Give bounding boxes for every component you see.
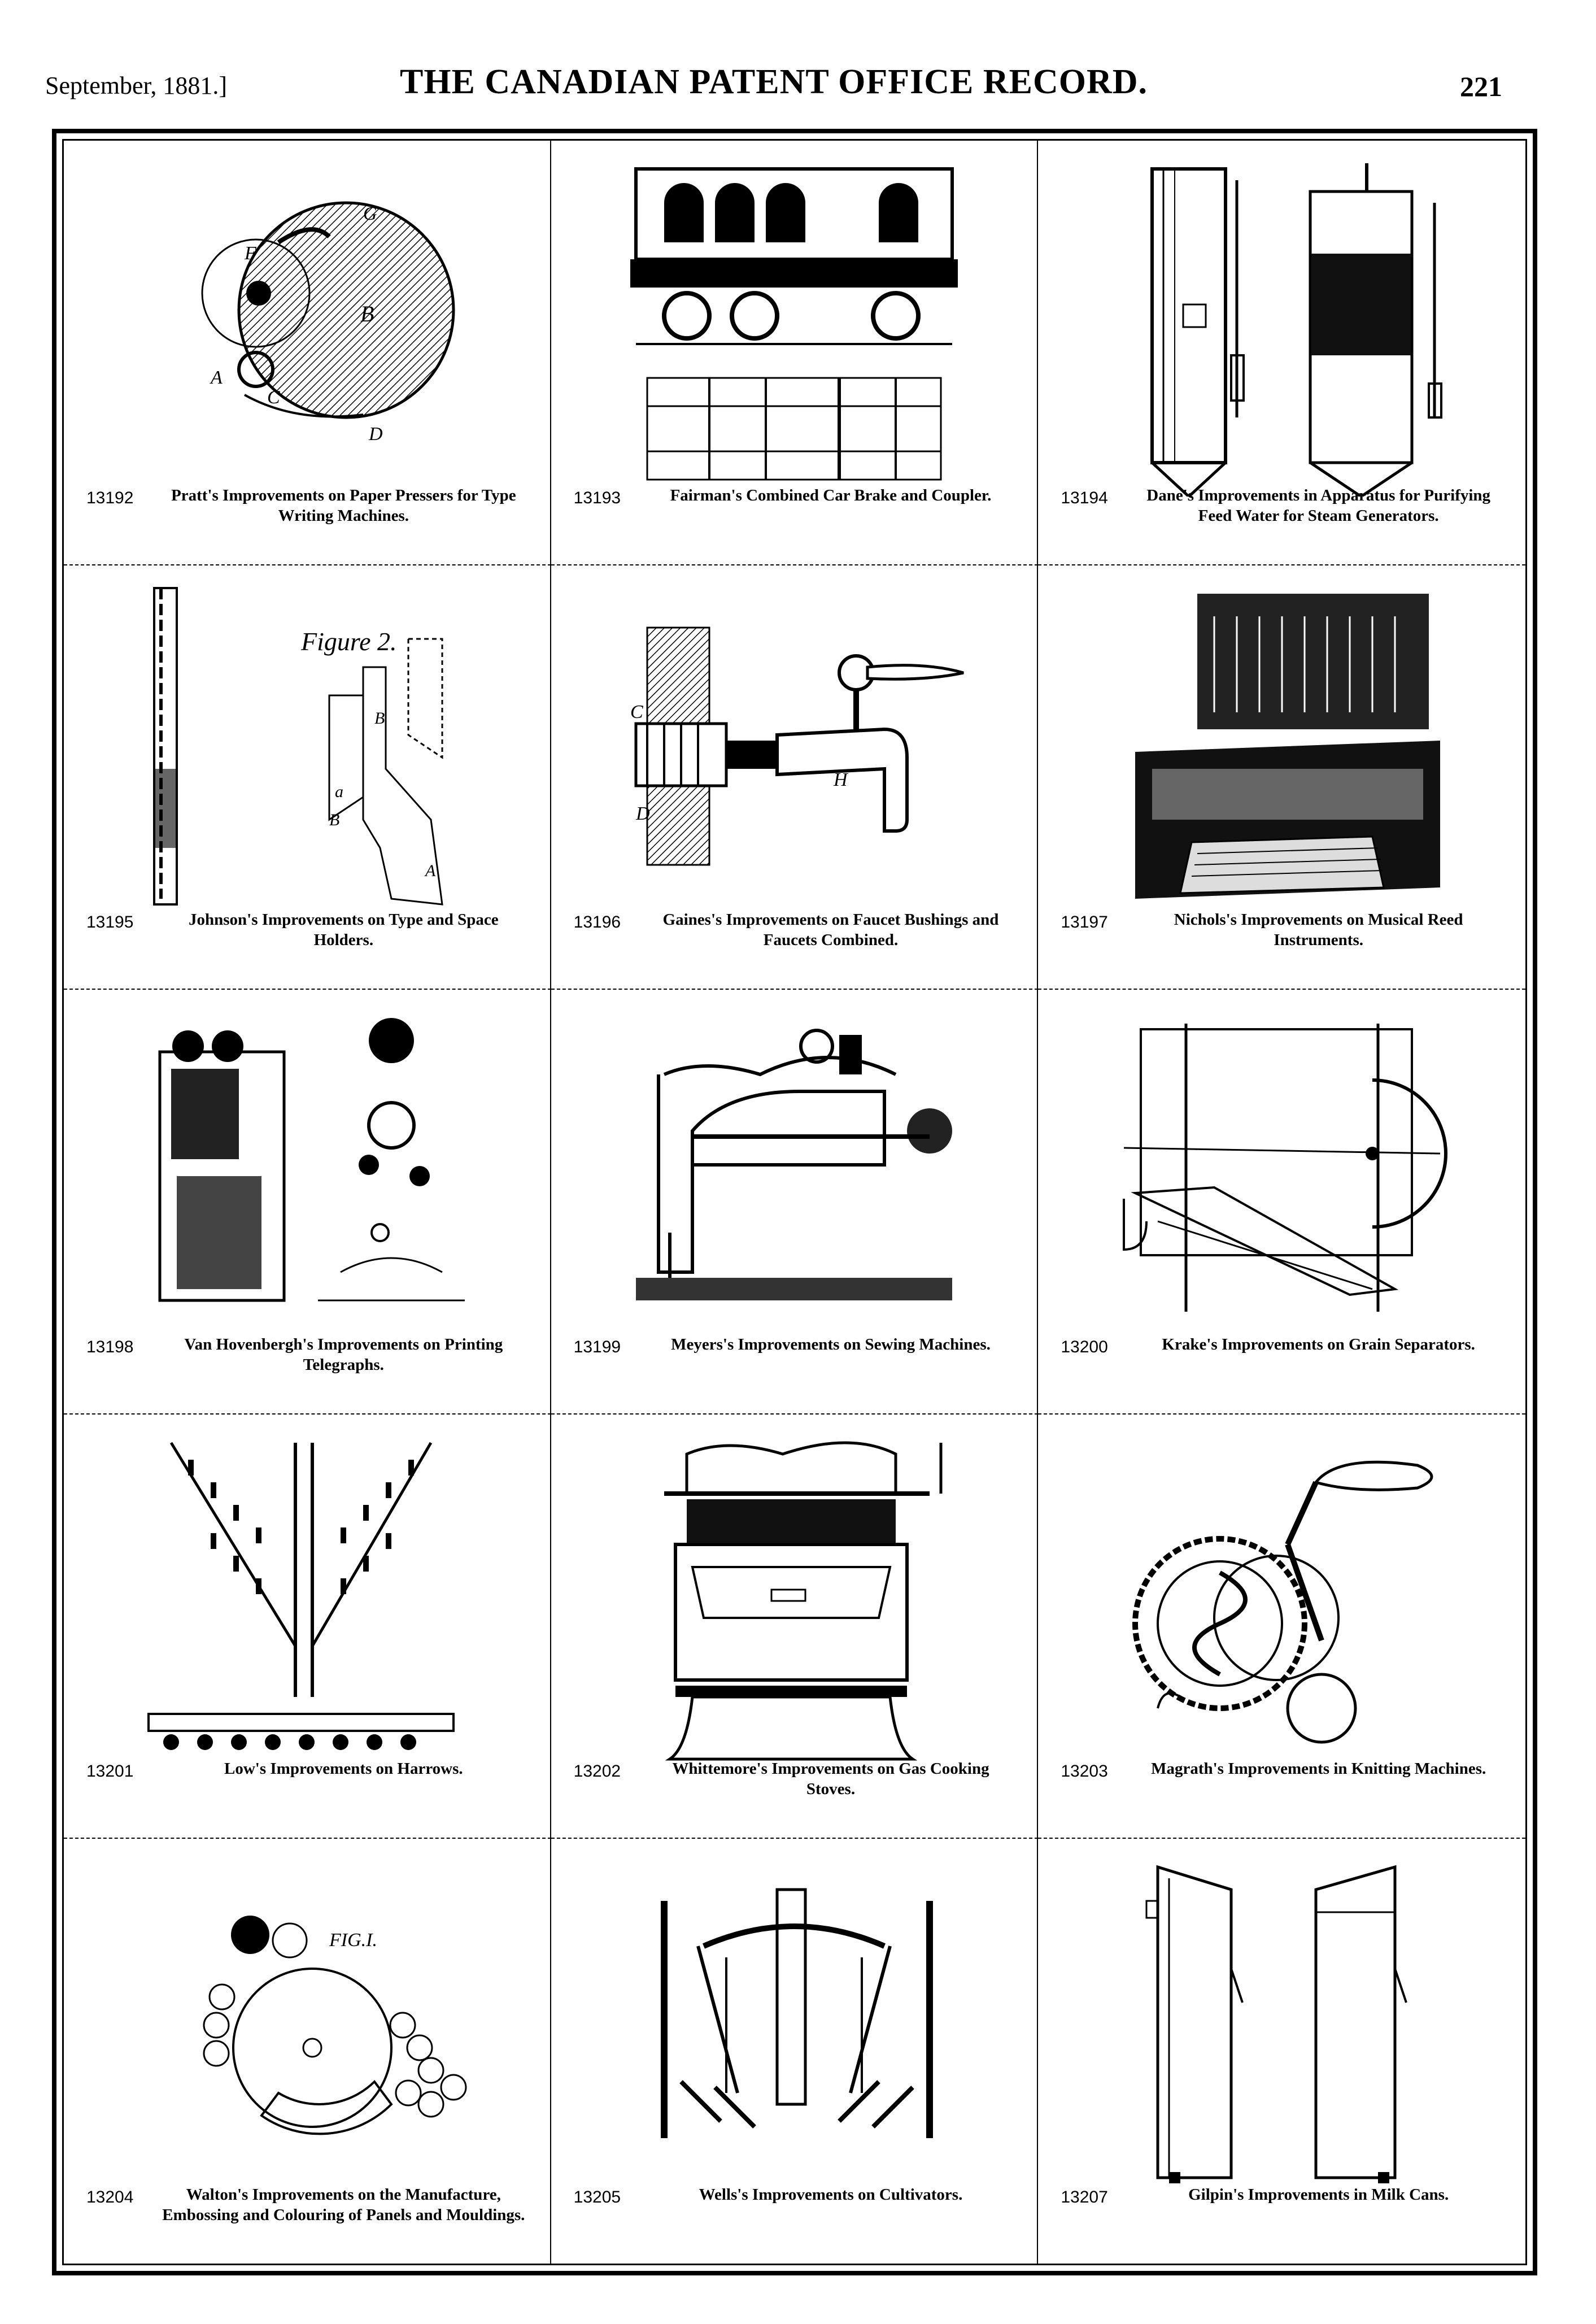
patent-number: 13193 bbox=[573, 488, 621, 507]
patent-number: 13200 bbox=[1061, 1337, 1108, 1356]
patent-caption: 13198 Van Hovenbergh's Improvements on P… bbox=[86, 1334, 533, 1396]
svg-text:B: B bbox=[329, 811, 339, 829]
type-holder-icon: Figure 2. aB BA bbox=[153, 586, 444, 906]
patent-cell: 13202 Whittemore's Improvements on Gas C… bbox=[551, 1414, 1039, 1839]
patent-number: 13201 bbox=[86, 1762, 134, 1781]
railway-car-icon bbox=[630, 167, 958, 481]
illustration-frame-inner: F B A C G D 13192 Pratt's Improvements on P… bbox=[62, 139, 1527, 2265]
patent-cell: D C H 13196 Gaines's Improvements on Fauc… bbox=[551, 565, 1039, 990]
patent-cell: 13194 Dane's Improvements in Apparatus f… bbox=[1038, 141, 1525, 565]
illustration-frame: F B A C G D 13192 Pratt's Improvements on P… bbox=[52, 129, 1537, 2275]
paper-presser-icon: F B A C G D bbox=[201, 201, 455, 445]
patent-caption: 13201 Low's Improvements on Harrows. bbox=[86, 1759, 533, 1821]
page-number: 221 bbox=[1460, 71, 1502, 102]
svg-text:D: D bbox=[368, 424, 383, 445]
patent-caption: 13204 Walton's Improvements on the Manuf… bbox=[86, 2184, 533, 2247]
patent-grid: F B A C G D 13192 Pratt's Improvements on P… bbox=[64, 141, 1525, 2264]
patent-number: 13199 bbox=[573, 1337, 621, 1356]
patent-title: Wells's Improvements on Cultivators. bbox=[699, 2185, 963, 2204]
figure-label: FIG.I. bbox=[329, 1930, 377, 1951]
patent-title: Fairman's Combined Car Brake and Coupler… bbox=[670, 486, 992, 504]
patent-cell: 13201 Low's Improvements on Harrows. bbox=[64, 1414, 551, 1839]
patent-caption: 13205 Wells's Improvements on Cultivator… bbox=[574, 2184, 1021, 2247]
cultivator-icon bbox=[660, 1888, 933, 2139]
patent-number: 13192 bbox=[86, 488, 134, 507]
patent-caption: 13203 Magrath's Improvements in Knitting… bbox=[1061, 1759, 1508, 1821]
svg-text:C: C bbox=[630, 702, 643, 723]
patent-caption: 13195 Johnson's Improvements on Type and… bbox=[86, 909, 533, 972]
patent-title: Pratt's Improvements on Paper Pressers f… bbox=[171, 486, 516, 525]
patent-title: Meyers's Improvements on Sewing Machines… bbox=[671, 1335, 991, 1354]
patent-cell: FIG.I. 13204 Walton's Improvements on th… bbox=[64, 1839, 551, 2264]
figure-label: Figure 2. bbox=[300, 627, 397, 656]
svg-text:B: B bbox=[374, 709, 385, 728]
knitting-machine-icon bbox=[1132, 1460, 1433, 1744]
embossing-rollers-icon: FIG.I. bbox=[203, 1916, 467, 2135]
svg-text:G: G bbox=[363, 203, 377, 224]
patent-number: 13194 bbox=[1061, 488, 1108, 507]
patent-caption: 13202 Whittemore's Improvements on Gas C… bbox=[574, 1759, 1021, 1821]
svg-text:F: F bbox=[244, 243, 257, 264]
sewing-machine-icon bbox=[635, 1029, 952, 1301]
printing-telegraph-icon bbox=[158, 1018, 465, 1302]
patent-cell: 13203 Magrath's Improvements in Knitting… bbox=[1038, 1415, 1525, 1839]
patent-cell: 13205 Wells's Improvements on Cultivator… bbox=[551, 1839, 1039, 2264]
patent-number: 13203 bbox=[1061, 1762, 1108, 1781]
patent-title: Johnson's Improvements on Type and Space… bbox=[188, 911, 499, 950]
grain-separator-icon bbox=[1122, 1024, 1447, 1312]
svg-text:H: H bbox=[833, 769, 849, 790]
svg-text:A: A bbox=[424, 861, 436, 880]
patent-cell: 13200 Krake's Improvements on Grain Sepa… bbox=[1038, 990, 1525, 1415]
water-purifier-icon bbox=[1150, 163, 1442, 497]
patent-title: Van Hovenbergh's Improvements on Printin… bbox=[184, 1335, 503, 1374]
patent-title: Dane's Improvements in Apparatus for Pur… bbox=[1146, 486, 1491, 525]
publication-title: THE CANADIAN PATENT OFFICE RECORD. bbox=[399, 63, 1148, 101]
patent-title: Low's Improvements on Harrows. bbox=[224, 1760, 463, 1778]
page-header: September, 1881.] THE CANADIAN PATENT OF… bbox=[45, 62, 1502, 119]
patent-number: 13195 bbox=[86, 913, 134, 932]
patent-title: Nichols's Improvements on Musical Reed I… bbox=[1174, 911, 1463, 950]
patent-cell: 13207 Gilpin's Improvements in Milk Cans… bbox=[1038, 1839, 1525, 2264]
patent-title: Gaines's Improvements on Faucet Bushings… bbox=[662, 911, 999, 950]
svg-text:a: a bbox=[335, 782, 343, 801]
harrow-icon bbox=[147, 1442, 455, 1750]
patent-number: 13204 bbox=[86, 2187, 134, 2207]
issue-date: September, 1881.] bbox=[45, 72, 228, 99]
patent-title: Krake's Improvements on Grain Separators… bbox=[1162, 1335, 1475, 1354]
patent-caption: 13199 Meyers's Improvements on Sewing Ma… bbox=[574, 1334, 1021, 1396]
patent-caption: 13192 Pratt's Improvements on Paper Pres… bbox=[86, 485, 533, 547]
patent-caption: 13197 Nichols's Improvements on Musical … bbox=[1061, 909, 1508, 972]
patent-caption: 13196 Gaines's Improvements on Faucet Bu… bbox=[574, 909, 1021, 972]
patent-title: Walton's Improvements on the Manufacture… bbox=[162, 2185, 525, 2224]
patent-number: 13198 bbox=[86, 1337, 134, 1356]
patent-number: 13205 bbox=[573, 2187, 621, 2207]
patent-title: Magrath's Improvements in Knitting Machi… bbox=[1151, 1760, 1486, 1778]
patent-cell: 13198 Van Hovenbergh's Improvements on P… bbox=[64, 990, 551, 1415]
reed-organ-icon bbox=[1135, 593, 1440, 899]
svg-text:D: D bbox=[635, 803, 650, 824]
patent-number: 13196 bbox=[573, 913, 621, 932]
patent-cell: F B A C G D 13192 Pratt's Improvements on P… bbox=[64, 141, 551, 565]
gas-stove-icon bbox=[664, 1441, 943, 1761]
svg-text:A: A bbox=[210, 367, 223, 388]
patent-title: Gilpin's Improvements in Milk Cans. bbox=[1188, 2185, 1449, 2204]
patent-caption: 13200 Krake's Improvements on Grain Sepa… bbox=[1061, 1334, 1508, 1396]
svg-text:C: C bbox=[267, 387, 280, 408]
patent-number: 13202 bbox=[573, 1762, 621, 1781]
patent-cell: 13199 Meyers's Improvements on Sewing Ma… bbox=[551, 990, 1039, 1415]
patent-caption: 13207 Gilpin's Improvements in Milk Cans… bbox=[1061, 2184, 1508, 2247]
faucet-icon: D C H bbox=[630, 626, 964, 866]
svg-text:B: B bbox=[360, 301, 374, 327]
patent-number: 13197 bbox=[1061, 913, 1108, 932]
patent-title: Whittemore's Improvements on Gas Cooking… bbox=[672, 1760, 989, 1799]
patent-number: 13207 bbox=[1061, 2187, 1108, 2207]
milk-can-icon bbox=[1145, 1865, 1407, 2184]
patent-cell: 13197 Nichols's Improvements on Musical … bbox=[1038, 565, 1525, 990]
patent-caption: 13194 Dane's Improvements in Apparatus f… bbox=[1061, 485, 1508, 547]
patent-caption: 13193 Fairman's Combined Car Brake and C… bbox=[574, 485, 1021, 547]
patent-cell: 13193 Fairman's Combined Car Brake and C… bbox=[551, 141, 1039, 565]
